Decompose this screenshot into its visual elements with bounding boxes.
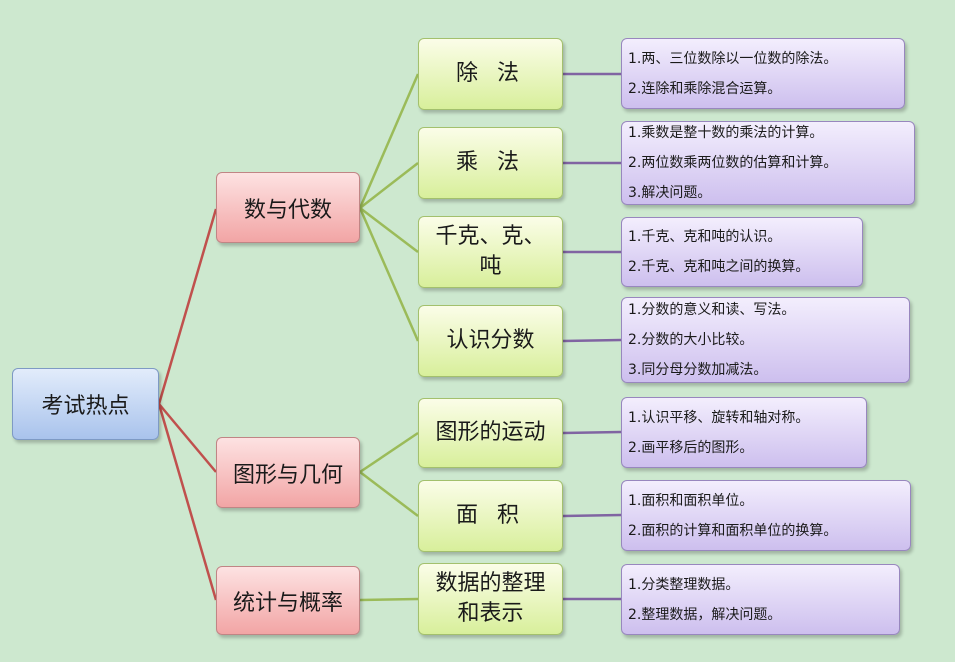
topic-area: 面 积 — [418, 480, 563, 552]
detail-line: 2.千克、克和吨之间的换算。 — [628, 259, 810, 275]
category-topic-link — [358, 73, 420, 209]
topic-to-detail-links — [562, 72, 622, 601]
detail-line: 1.面积和面积单位。 — [628, 492, 754, 509]
topic-detail-link — [562, 513, 622, 518]
detail-line: 1.分类整理数据。 — [628, 576, 740, 593]
detail-line: 2.整理数据，解决问题。 — [628, 606, 782, 623]
category-topic-link — [359, 597, 419, 602]
detail-box-data-organization: 1.分类整理数据。 2.整理数据，解决问题。 — [621, 564, 900, 635]
root-node: 考试热点 — [12, 368, 159, 440]
topic-transformations: 图形的运动 — [418, 398, 563, 468]
detail-line: 3.同分母分数加减法。 — [628, 362, 768, 378]
topic-multiplication: 乘 法 — [418, 127, 563, 199]
detail-box-division: 1.两、三位数除以一位数的除法。 2.连除和乘除混合运算。 — [621, 38, 905, 109]
category-topic-link — [358, 207, 420, 342]
topic-division: 除 法 — [418, 38, 563, 110]
detail-line: 2.分数的大小比较。 — [628, 332, 754, 348]
detail-box-weight-units: 1.千克、克和吨的认识。 2.千克、克和吨之间的换算。 — [621, 217, 863, 287]
root-category-link — [157, 403, 218, 601]
detail-line: 1.两、三位数除以一位数的除法。 — [628, 50, 838, 67]
category-number-algebra: 数与代数 — [216, 172, 360, 243]
category-statistics: 统计与概率 — [216, 566, 360, 635]
topic-weight-units: 千克、克、吨 — [418, 216, 563, 288]
category-geometry: 图形与几何 — [216, 437, 360, 508]
detail-line: 1.乘数是整十数的乘法的计算。 — [628, 125, 824, 141]
topic-detail-link — [562, 338, 622, 343]
root-to-category-links — [157, 208, 218, 601]
root-category-link — [158, 403, 217, 473]
category-topic-link — [359, 207, 419, 253]
detail-line: 2.面积的计算和面积单位的换算。 — [628, 522, 838, 539]
detail-box-fractions: 1.分数的意义和读、写法。 2.分数的大小比较。 3.同分母分数加减法。 — [621, 297, 910, 383]
root-category-link — [157, 208, 218, 405]
category-to-topic-links — [358, 73, 420, 602]
detail-line: 1.认识平移、旋转和轴对称。 — [628, 409, 810, 426]
detail-line: 2.两位数乘两位数的估算和计算。 — [628, 155, 838, 171]
detail-line: 1.分数的意义和读、写法。 — [628, 302, 796, 318]
topic-detail-link — [562, 430, 622, 435]
category-topic-link — [359, 431, 419, 474]
category-topic-link — [359, 162, 419, 209]
detail-box-multiplication: 1.乘数是整十数的乘法的计算。 2.两位数乘两位数的估算和计算。 3.解决问题。 — [621, 121, 915, 205]
topic-data-organization: 数据的整理和表示 — [418, 563, 563, 635]
detail-box-transformations: 1.认识平移、旋转和轴对称。 2.画平移后的图形。 — [621, 397, 867, 468]
detail-box-area: 1.面积和面积单位。 2.面积的计算和面积单位的换算。 — [621, 480, 911, 551]
detail-line: 3.解决问题。 — [628, 185, 712, 201]
detail-line: 1.千克、克和吨的认识。 — [628, 229, 782, 245]
category-topic-link — [359, 471, 419, 517]
detail-line: 2.连除和乘除混合运算。 — [628, 80, 782, 97]
detail-line: 2.画平移后的图形。 — [628, 439, 754, 456]
topic-fractions: 认识分数 — [418, 305, 563, 377]
